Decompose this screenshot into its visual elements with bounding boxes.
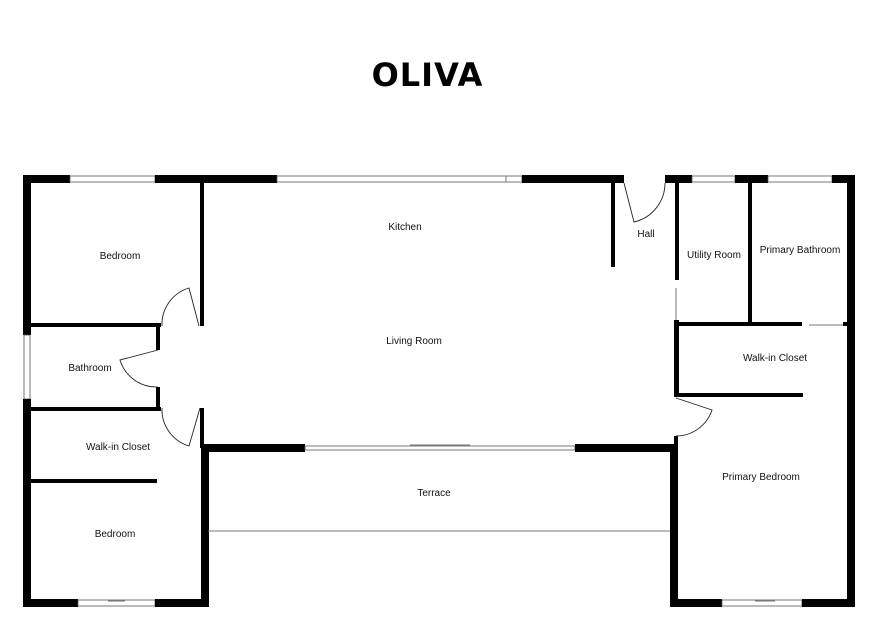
room-label-hall: Hall xyxy=(637,229,654,240)
room-label-kitchen: Kitchen xyxy=(388,222,421,233)
closet-door xyxy=(161,407,201,447)
room-label-bedroom: Bedroom xyxy=(100,251,141,262)
hall-door xyxy=(623,182,666,223)
primary-bedroom-door xyxy=(675,397,713,437)
room-label-primary-bathroom: Primary Bathroom xyxy=(760,245,841,256)
room-label-terrace: Terrace xyxy=(417,488,451,499)
room-label-bathroom: Bathroom xyxy=(68,363,111,374)
bathroom-door xyxy=(119,349,159,388)
room-label-bedroom-2: Bedroom xyxy=(95,529,136,540)
room-label-walk-in-closet: Walk-in Closet xyxy=(86,442,150,453)
room-label-primary-bedroom: Primary Bedroom xyxy=(722,472,800,483)
walls xyxy=(23,175,855,607)
room-label-walk-in-closet-primary: Walk-in Closet xyxy=(743,353,807,364)
doors xyxy=(119,182,713,447)
room-label-living-room: Living Room xyxy=(386,336,442,347)
bedroom-door xyxy=(161,287,200,327)
room-labels: Bedroom Kitchen Hall Utility Room Primar… xyxy=(68,222,840,540)
plan-title: OLIVA xyxy=(371,56,484,94)
room-label-utility-room: Utility Room xyxy=(687,250,741,261)
